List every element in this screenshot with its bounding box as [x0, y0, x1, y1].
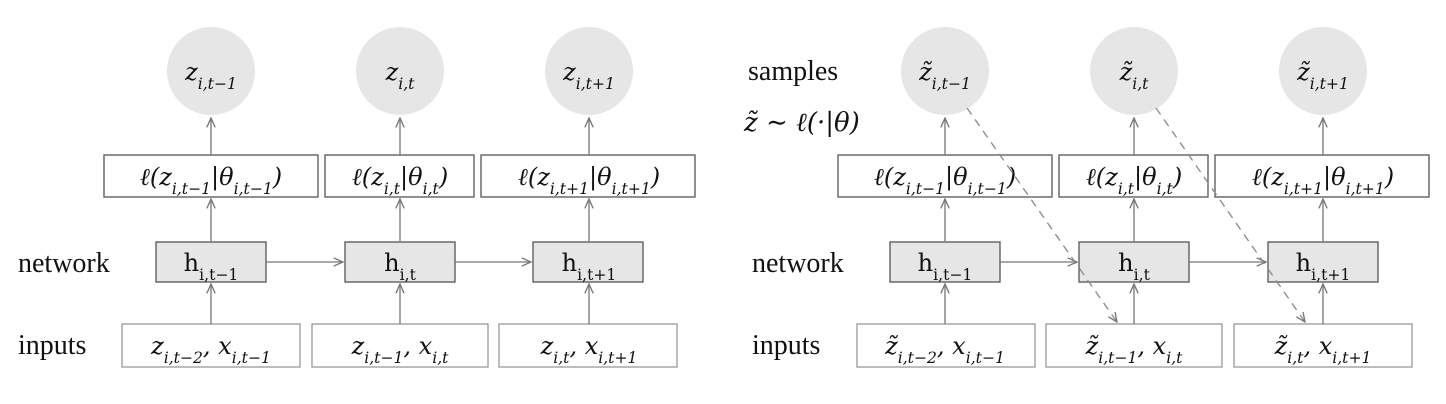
likelihood-box: [1058, 154, 1209, 198]
hidden-state-label: hi,t+1: [1296, 249, 1351, 284]
hidden-state-label: hi,t: [384, 249, 416, 284]
input-box: [856, 323, 1036, 368]
hidden-state-label: hi,t+1: [562, 249, 617, 284]
likelihood-box: [324, 154, 475, 198]
input-box: [311, 323, 489, 368]
target-node: [545, 27, 633, 115]
network-row-label: network: [752, 248, 844, 279]
input-box: [121, 323, 301, 368]
hidden-state-label: hi,t−1: [918, 249, 973, 284]
sample-label: z̃i,t−1: [918, 58, 971, 93]
likelihood-box: [480, 154, 696, 198]
hidden-state-box: [1267, 241, 1379, 283]
input-label: z̃i,t−2, xi,t−1: [884, 332, 1005, 367]
sample-node: [1279, 27, 1367, 115]
inputs-row-label: inputs: [752, 330, 820, 361]
target-label: zi,t−1: [184, 58, 237, 93]
target-label: zi,t: [385, 58, 416, 93]
input-label: z̃i,t, xi,t+1: [1274, 332, 1372, 367]
hidden-state-box: [155, 241, 267, 283]
input-label: zi,t, xi,t+1: [540, 332, 638, 367]
sampling-rule-label: z̃ ∼ ℓ(·|θ): [743, 108, 860, 138]
inputs-row-label: inputs: [18, 330, 86, 361]
likelihood-box: [1214, 154, 1430, 198]
sample-node: [1090, 27, 1178, 115]
edge-sample-feedback: [1155, 107, 1305, 322]
samples-row-label: samples: [748, 56, 838, 87]
training-panel: network inputs zi,t−1 zi,t zi,t+1 ℓ(zi,t…: [18, 27, 696, 368]
prediction-panel: samples z̃ ∼ ℓ(·|θ) network inputs z̃i,t…: [743, 27, 1430, 368]
network-row-label: network: [18, 248, 110, 279]
hidden-state-label: hi,t: [1118, 249, 1150, 284]
likelihood-label: ℓ(zi,t|θi,t): [352, 163, 448, 198]
input-label: z̃i,t−1, xi,t: [1085, 332, 1184, 367]
sample-node: [901, 27, 989, 115]
likelihood-label: ℓ(zi,t+1|θi,t+1): [518, 163, 660, 198]
target-node: [167, 27, 255, 115]
input-label: zi,t−1, xi,t: [351, 332, 450, 367]
likelihood-label: ℓ(zi,t−1|θi,t−1): [874, 163, 1016, 198]
edge-sample-feedback: [966, 107, 1117, 322]
sample-label: z̃i,t: [1119, 58, 1150, 93]
hidden-state-label: hi,t−1: [184, 249, 239, 284]
input-box: [498, 323, 678, 368]
target-label: zi,t+1: [562, 58, 615, 93]
input-label: zi,t−2, xi,t−1: [150, 332, 271, 367]
likelihood-label: ℓ(zi,t−1|θi,t−1): [140, 163, 282, 198]
hidden-state-box: [532, 241, 644, 283]
hidden-state-box: [1078, 241, 1190, 283]
likelihood-box: [837, 154, 1053, 198]
input-box: [1045, 323, 1223, 368]
likelihood-label: ℓ(zi,t|θi,t): [1086, 163, 1182, 198]
likelihood-label: ℓ(zi,t+1|θi,t+1): [1252, 163, 1394, 198]
sample-label: z̃i,t+1: [1296, 58, 1349, 93]
target-node: [356, 27, 444, 115]
